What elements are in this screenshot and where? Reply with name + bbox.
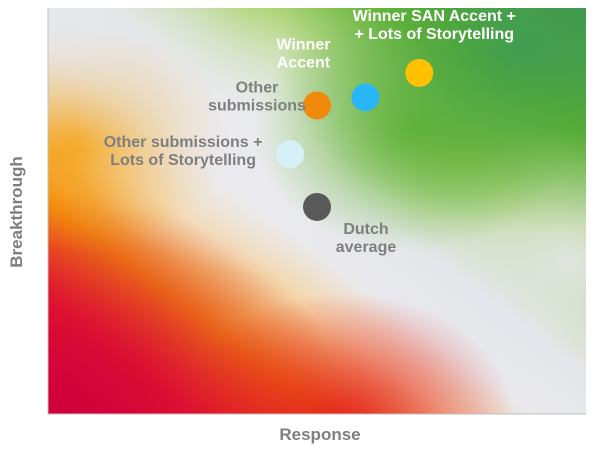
label-line: Winner SAN Accent + [353, 8, 516, 25]
label-line: Lots of Storytelling [110, 152, 256, 169]
label-line: + Lots of Storytelling [354, 26, 514, 43]
data-point-2 [351, 83, 380, 112]
y-axis-label: Breakthrough [7, 156, 26, 267]
data-point-5 [303, 192, 331, 221]
label-line: submissions [208, 97, 306, 114]
label-line: Accent [277, 54, 331, 71]
label-line: Winner [276, 36, 330, 53]
data-point-1 [405, 58, 434, 87]
label-line: Other [236, 79, 279, 96]
label-line: Other submissions + [104, 134, 263, 151]
label-line: Dutch [343, 221, 388, 238]
data-point-4 [276, 140, 305, 169]
data-point-3 [303, 91, 331, 120]
x-axis-label: Response [279, 425, 360, 444]
data-point-label-1: Winner SAN Accent ++ Lots of Storytellin… [353, 8, 516, 43]
data-point-label-4: Other submissions +Lots of Storytelling [104, 134, 263, 169]
label-line: average [336, 239, 397, 256]
data-labels: Winner SAN Accent ++ Lots of Storytellin… [104, 8, 516, 256]
data-points [276, 58, 434, 221]
